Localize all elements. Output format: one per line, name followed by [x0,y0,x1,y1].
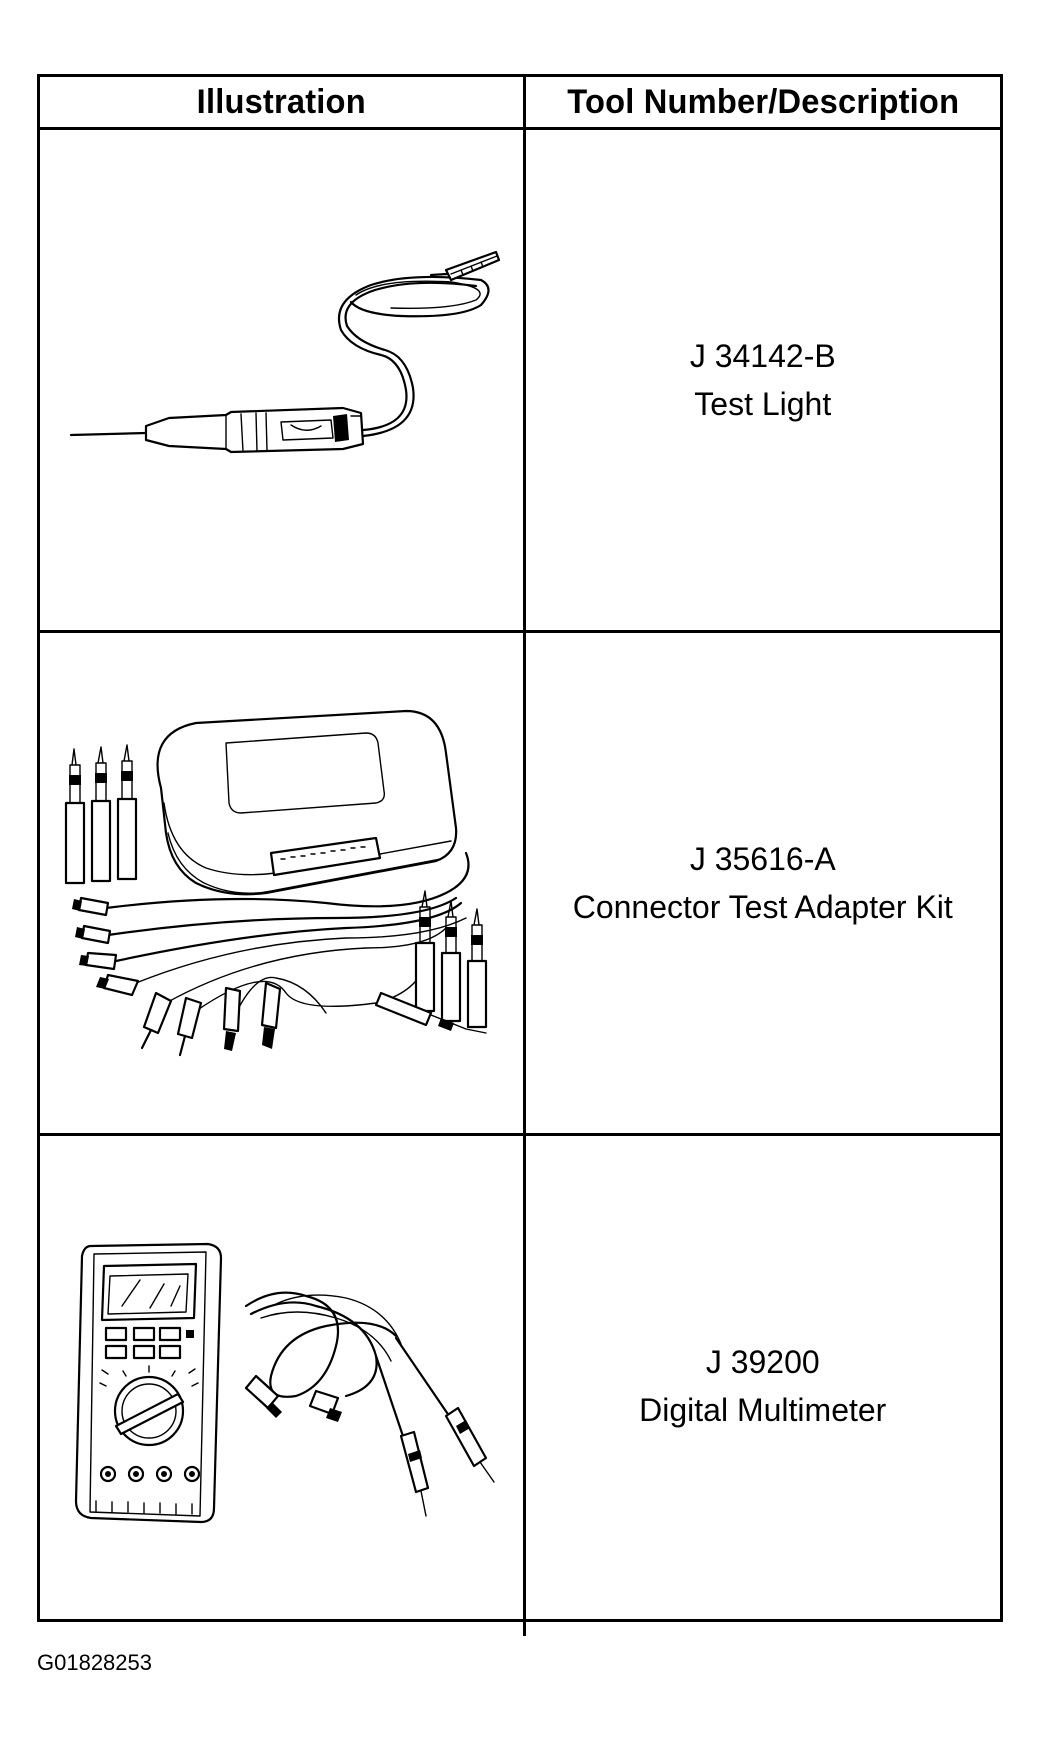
connector-test-adapter-kit-icon [65,709,488,1057]
table-row: J 35616-A Connector Test Adapter Kit [40,630,1000,1136]
description-cell: J 35616-A Connector Test Adapter Kit [522,630,1000,1136]
tool-description: Connector Test Adapter Kit [572,889,953,925]
tool-description: Test Light [694,386,832,422]
tool-table: Illustration Tool Number/Description [40,77,1000,1636]
test-light-icon [70,250,501,454]
digital-multimeter-icon [75,1242,495,1524]
tool-number: J 34142-B [689,338,836,374]
table-header-row: Illustration Tool Number/Description [40,77,1000,130]
illustration-cell [40,127,526,633]
illustration-cell [40,630,526,1136]
description-cell: J 39200 Digital Multimeter [522,1133,1000,1636]
illustration-cell [40,1133,526,1636]
figure-code: G01828253 [37,1650,152,1675]
tool-number: J 35616-A [689,841,836,877]
table-row: J 34142-B Test Light [40,127,1000,633]
header-tool-description: Tool Number/Description [522,77,1000,130]
tool-table-frame: Illustration Tool Number/Description [37,74,1003,1636]
tool-number: J 39200 [705,1344,820,1380]
header-illustration: Illustration [40,77,526,130]
description-cell: J 34142-B Test Light [522,127,1000,633]
table-row: J 39200 Digital Multimeter [40,1133,1000,1636]
tool-description: Digital Multimeter [639,1392,887,1428]
